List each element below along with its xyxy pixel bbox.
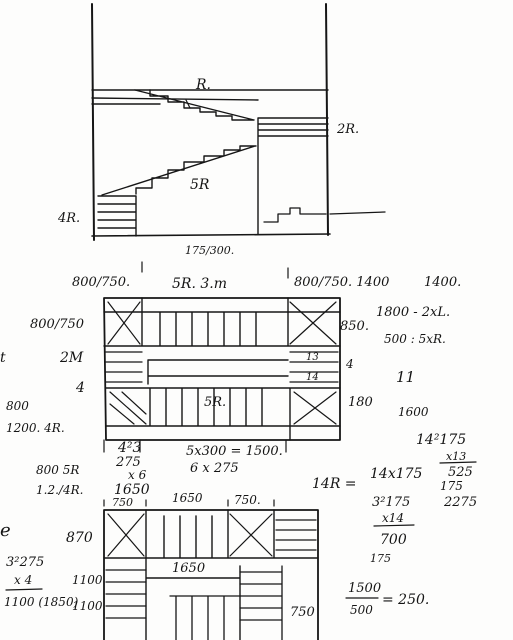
- bottom-result: = 250.: [382, 592, 429, 608]
- plan1-bottom-flight: [105, 387, 341, 441]
- plan2-top-flight: [103, 509, 319, 559]
- plan2-750-a: 750: [112, 496, 133, 509]
- plan1-right-180: 180: [348, 395, 373, 410]
- calc-2275: 2275: [443, 495, 477, 510]
- section-label-5r: 5R: [190, 177, 210, 193]
- plan1-bottom-423: 4²3: [117, 440, 142, 456]
- plan2-outline: [103, 509, 319, 640]
- section-upper-flight: [134, 89, 255, 121]
- left-1-2-4r: 1.2./4R.: [36, 483, 83, 497]
- left-t: t: [0, 350, 6, 366]
- plan1-bottom-6x275: 6 x 275: [190, 461, 239, 476]
- calc-x14: x14: [382, 511, 404, 525]
- section-label-2r: 2R.: [336, 122, 359, 137]
- plan1-bottom-5x300: 5x300 = 1500.: [186, 444, 283, 459]
- plan2-1650-b: 1650: [172, 561, 205, 576]
- section-label-r: R.: [195, 77, 211, 93]
- plan2-right-steps-lower: [239, 565, 283, 640]
- plan1-bottom-x6: x 6: [128, 468, 147, 482]
- plan1-mid-5r: 5R.: [204, 395, 226, 410]
- calc-14r: 14R =: [312, 476, 357, 492]
- plan1-bottom-right-cross: [293, 391, 337, 425]
- plan1-top-right-dim: 800/750. 1400: [294, 275, 389, 290]
- plan1-left-steps: [105, 351, 143, 383]
- plan1-outline: [103, 297, 341, 441]
- plan1-bottom-1650: 1650: [114, 482, 150, 498]
- plan1-top-flight: [103, 297, 341, 347]
- plan1-left-landing-cross: [107, 301, 141, 345]
- bottom-500: 500: [350, 603, 373, 617]
- plan2-750-c: 750: [290, 605, 315, 620]
- plan2-right-steps: [275, 519, 317, 551]
- plan2-bottom-flight: [169, 595, 241, 640]
- plan1-bottom-left-hatch: [109, 391, 147, 425]
- section-mid-landing: [257, 117, 329, 235]
- calc-underline-1: [439, 461, 477, 464]
- calc-525: 525: [448, 465, 473, 480]
- plan2-mid-cross: [229, 513, 273, 557]
- left-calc-underline: [5, 588, 43, 591]
- section-label-4r: 4R.: [57, 211, 80, 226]
- section-right-wall: [325, 3, 329, 236]
- calc-3175: 3²175: [372, 495, 410, 510]
- plan1-bottom-275: 275: [115, 455, 141, 470]
- calc-block: 14²175 x13 525 175 2275 14R = 14x175 3²1…: [312, 432, 477, 565]
- plan2-1650-a: 1650: [172, 491, 203, 505]
- section-left-wall: [91, 3, 95, 241]
- plan2-inner-well: [145, 557, 241, 640]
- right-1600: 1600: [398, 405, 429, 419]
- plan1-left-4: 4: [75, 380, 85, 396]
- section-right-steps: [263, 207, 386, 223]
- plan2-870: 870: [66, 530, 93, 546]
- plan1-top-left-dim: 800/750.: [72, 275, 130, 290]
- calc-underline-2: [373, 524, 415, 527]
- plan2-1100-a: 1100: [72, 573, 103, 587]
- plan2-750-b: 750.: [234, 493, 261, 507]
- plan1-opening: [147, 359, 289, 385]
- calc-700: 700: [380, 532, 407, 548]
- calc-175a: 175: [440, 479, 463, 493]
- section-top-landing: [91, 89, 329, 105]
- section-dimension: 175/300.: [185, 244, 234, 257]
- plan1-right-13: 13: [306, 352, 319, 363]
- plan1-left-800: 800: [6, 399, 29, 413]
- right-1800-note: 1800 - 2xL.: [376, 305, 450, 320]
- plan2-dim-ticks: [103, 499, 275, 507]
- section-floor: [91, 233, 331, 237]
- plan1-right-steps: [289, 351, 339, 383]
- plan1-top-mid-note: 5R. 3.m: [172, 276, 227, 292]
- left-x4: x 4: [14, 573, 32, 587]
- left-800-5r: 800 5R: [36, 463, 79, 477]
- plan2-1100-b: 1100: [72, 599, 103, 613]
- plan1-dim-ticks: [103, 261, 289, 453]
- plan1-right-dim: 850.: [340, 319, 369, 334]
- section-center-tick: [185, 99, 191, 109]
- left-3-275: 3²275: [6, 555, 44, 570]
- section-bottom-steps: [97, 195, 137, 237]
- calc-14x175: 14x175: [370, 466, 423, 482]
- plan1-right-4: 4: [345, 357, 354, 371]
- right-11: 11: [396, 368, 415, 386]
- plan1-right-14: 14: [306, 372, 319, 383]
- stair-plan-1: [103, 261, 341, 453]
- bottom-1500: 1500: [348, 581, 381, 596]
- plan1-left-dim: 800/750: [30, 317, 84, 332]
- plan2-left-steps: [105, 569, 147, 619]
- stair-plan-2: [103, 499, 319, 640]
- left-1100-1850: 1100 (1850): [4, 595, 79, 609]
- plan1-top-far-right: 1400.: [424, 275, 461, 290]
- calc-175b: 175: [370, 552, 391, 565]
- plan1-left-2m: 2M: [59, 350, 84, 366]
- plan1-right-landing-cross: [289, 301, 337, 345]
- calc-14-175: 14²175: [416, 432, 466, 448]
- calc-x13: x13: [446, 450, 466, 463]
- plan2-left-cross: [107, 513, 145, 557]
- left-e: e: [0, 520, 11, 541]
- right-500-note: 500 : 5xR.: [384, 332, 446, 346]
- stair-section: [91, 3, 386, 241]
- section-lower-flight: [101, 145, 257, 196]
- plan1-left-1200: 1200. 4R.: [6, 421, 65, 435]
